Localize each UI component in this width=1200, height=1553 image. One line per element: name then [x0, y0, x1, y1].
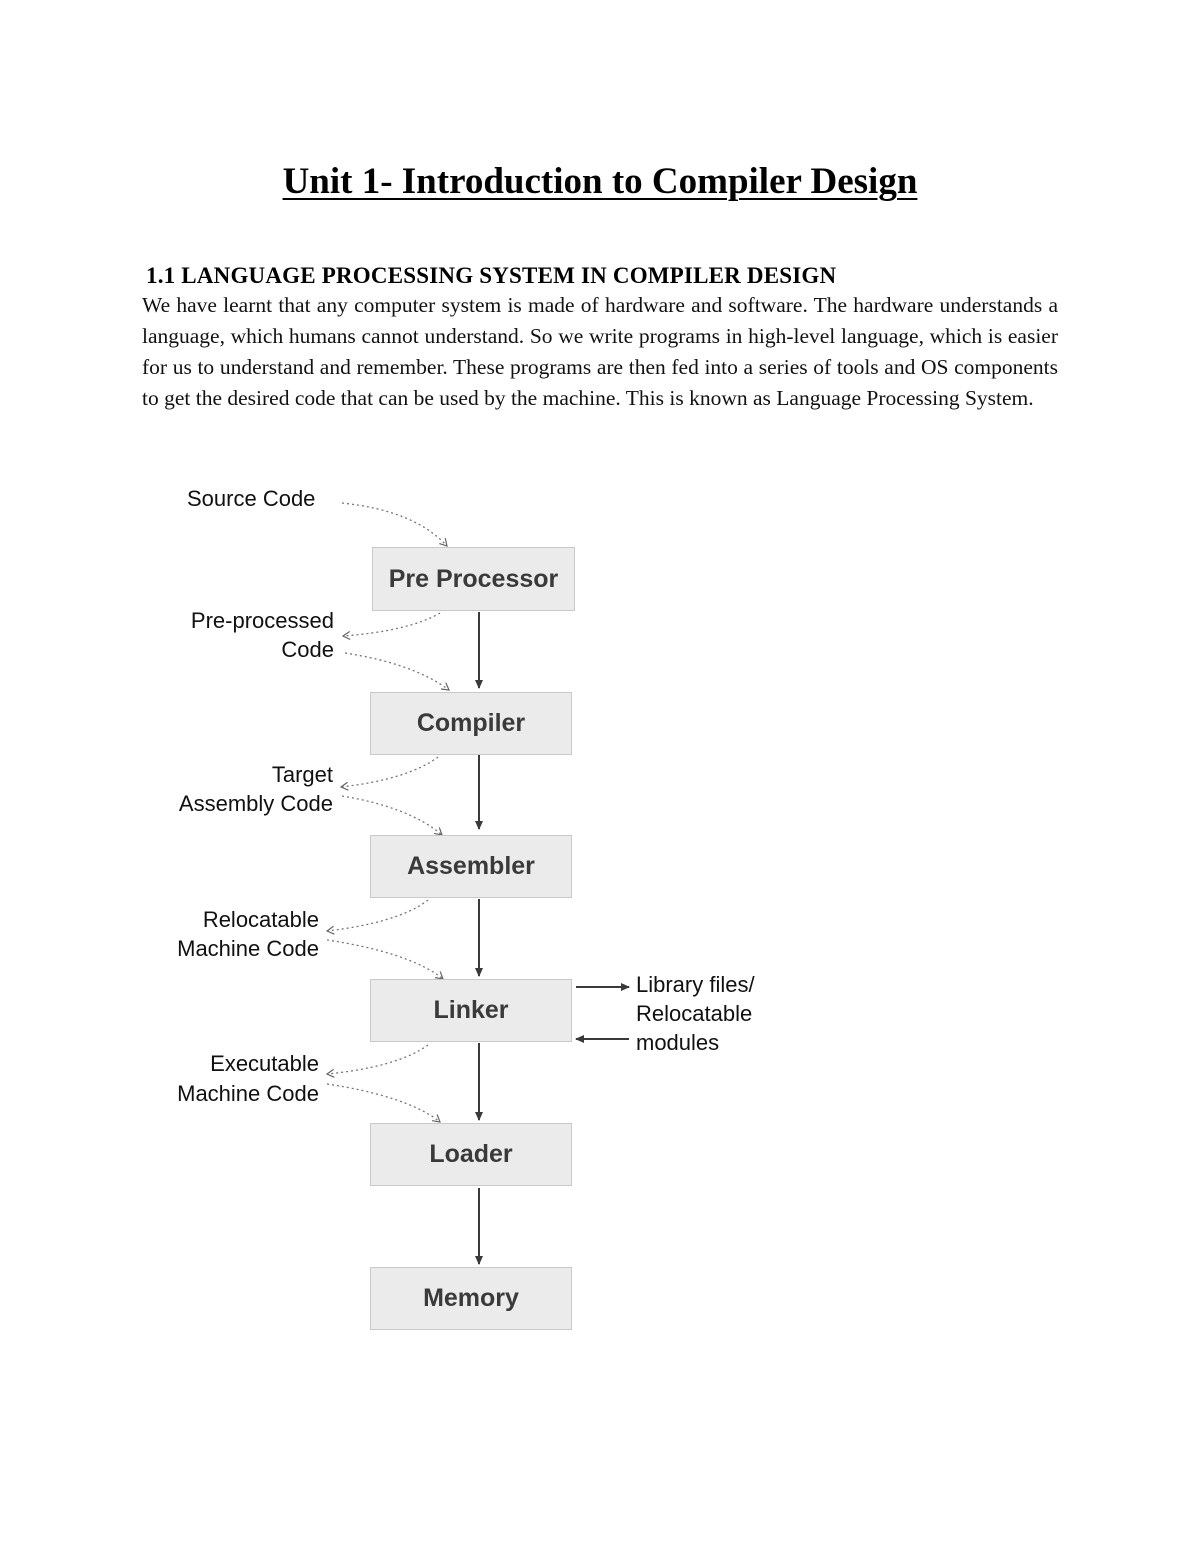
- dotted-arrow-assembler-out: [325, 899, 429, 935]
- stage-linker: Linker: [370, 979, 572, 1042]
- stage-loader: Loader: [370, 1123, 572, 1186]
- dotted-arrow-compiler-out: [339, 756, 439, 791]
- stage-assembler: Assembler: [370, 835, 572, 898]
- label-executable-line2: Machine Code: [177, 1081, 319, 1106]
- section-heading: 1.1 LANGUAGE PROCESSING SYSTEM IN COMPIL…: [146, 263, 837, 288]
- dotted-arrow-source-to-preprocessor: [341, 502, 448, 547]
- stage-memory: Memory: [370, 1267, 572, 1330]
- page-title: Unit 1- Introduction to Compiler Design: [282, 161, 918, 202]
- label-source-code: Source Code: [187, 486, 316, 511]
- label-library-line1: Library files/: [636, 972, 755, 997]
- label-relocatable-line2: Machine Code: [177, 936, 319, 961]
- label-preprocessed-line1: Pre-processed: [190, 608, 334, 633]
- dotted-arrow-target-to-assembler: [341, 795, 443, 836]
- label-relocatable-line1: Relocatable: [202, 907, 319, 932]
- label-target-line2: Assembly Code: [178, 791, 333, 816]
- stage-compiler: Compiler: [370, 692, 572, 755]
- dotted-arrow-preprocessor-out: [341, 612, 441, 641]
- dotted-arrow-linker-out: [325, 1044, 429, 1078]
- dotted-arrow-executable-to-loader: [326, 1083, 441, 1123]
- label-target-line1: Target: [271, 762, 333, 787]
- dotted-arrow-relocatable-to-linker: [326, 939, 444, 980]
- label-executable-line1: Executable: [210, 1051, 319, 1076]
- label-library-line2: Relocatable: [636, 1001, 753, 1026]
- dotted-arrow-preprocessed-to-compiler: [344, 652, 450, 691]
- intro-paragraph: We have learnt that any computer system …: [142, 293, 1058, 410]
- label-library-line3: modules: [636, 1030, 720, 1055]
- label-preprocessed-line2: Code: [281, 637, 334, 662]
- stage-pre-processor: Pre Processor: [372, 547, 575, 611]
